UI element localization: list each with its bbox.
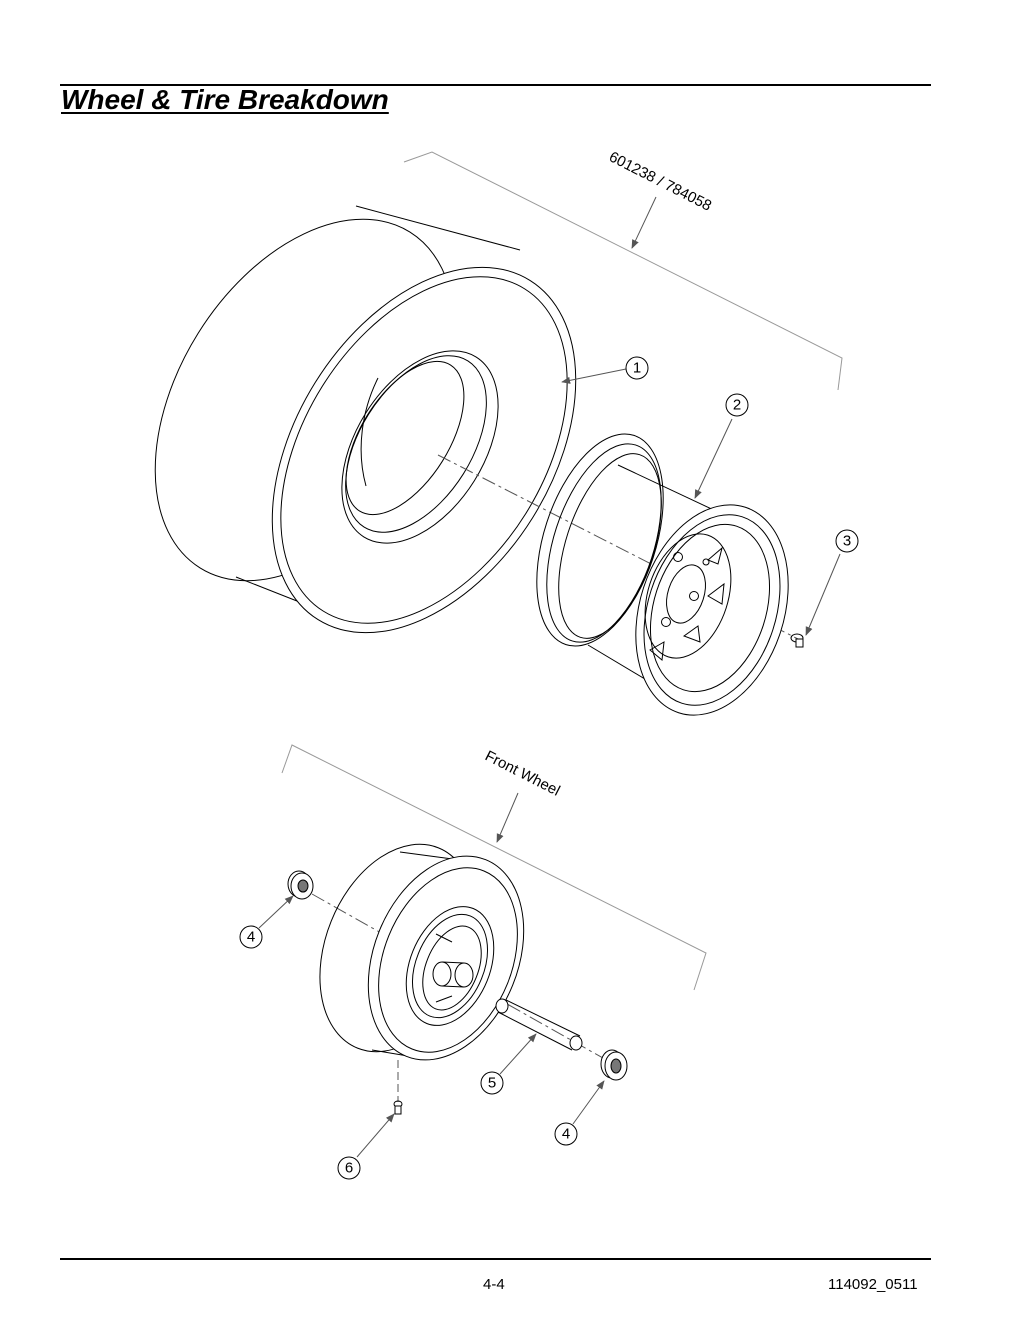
callout-1: 1 xyxy=(625,356,649,380)
front-axis-centerline xyxy=(311,893,611,1063)
svg-text:2: 2 xyxy=(733,397,741,414)
front-assembly-label: Front Wheel xyxy=(482,747,563,799)
callout-5-leader xyxy=(499,1033,537,1075)
callout-2-leader xyxy=(694,418,733,499)
front-bearing-left xyxy=(287,870,314,900)
document-id: 114092_0511 xyxy=(828,1276,918,1293)
rear-tire xyxy=(154,205,577,634)
rear-valve-stem xyxy=(790,633,804,648)
callout-2: 2 xyxy=(725,393,749,417)
front-spacer-tube xyxy=(495,998,583,1051)
front-bearing-right xyxy=(600,1049,628,1081)
front-tire xyxy=(319,843,525,1061)
svg-text:3: 3 xyxy=(843,533,851,550)
rear-assembly-bracket xyxy=(403,151,843,391)
svg-text:6: 6 xyxy=(345,1160,353,1177)
rear-assembly-leader xyxy=(631,196,657,249)
callout-4a-leader xyxy=(258,895,294,929)
callout-6-leader xyxy=(356,1113,395,1158)
callout-4b-leader xyxy=(572,1080,605,1125)
callout-1-leader xyxy=(561,368,627,384)
bottom-rule xyxy=(60,1258,931,1260)
page-title: Wheel & Tire Breakdown xyxy=(61,84,389,115)
callout-3: 3 xyxy=(835,529,859,553)
callout-4b: 4 xyxy=(554,1122,578,1146)
page-number: 4-4 xyxy=(483,1276,505,1293)
rear-rim xyxy=(536,433,789,716)
svg-text:4: 4 xyxy=(247,929,255,946)
callout-4a: 4 xyxy=(239,925,263,949)
top-rule xyxy=(60,84,931,86)
front-assembly-bracket xyxy=(281,744,707,991)
callout-5: 5 xyxy=(480,1071,504,1095)
svg-text:5: 5 xyxy=(488,1075,496,1092)
front-assembly-leader xyxy=(496,792,519,843)
rear-assembly-label: 601238 / 784058 xyxy=(606,148,714,214)
callout-3-leader xyxy=(805,553,841,636)
svg-text:1: 1 xyxy=(633,360,641,377)
front-grease-fitting xyxy=(393,1100,403,1115)
callout-6: 6 xyxy=(337,1156,361,1180)
svg-text:4: 4 xyxy=(562,1126,570,1143)
